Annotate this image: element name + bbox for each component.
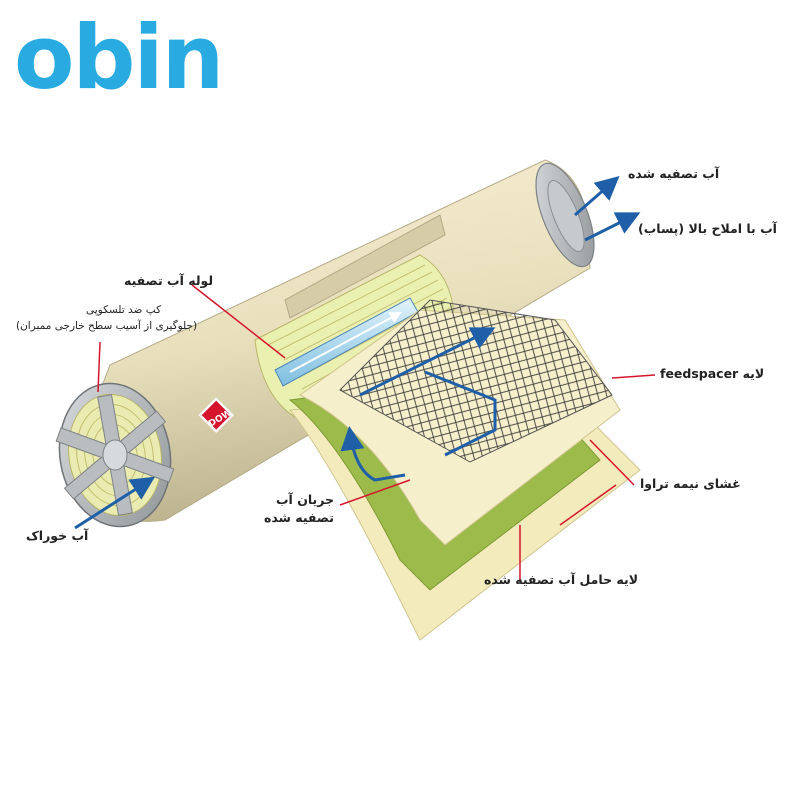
membrane-flow-arrow-1	[359, 327, 496, 397]
anti-telescoping-cap	[55, 382, 175, 528]
label-concentrate: آب با املاح بالا (پساب)	[638, 221, 777, 236]
permeate-out-arrow	[574, 176, 620, 217]
leader-lines	[97, 284, 656, 580]
feed-spacer-mesh	[339, 299, 613, 463]
label-permeate-flow-line2: تصفیه شده	[264, 510, 334, 525]
obin-logo-icon: obin	[14, 6, 224, 109]
permeate-flow-arrow	[340, 426, 406, 482]
brand-logo: obin	[14, 6, 244, 109]
label-permeate-tube: لوله آب تصفیه	[124, 273, 214, 288]
label-feed-water: آب خوراک	[26, 528, 89, 543]
label-feed-spacer: لایه feedspacer	[660, 366, 765, 381]
label-permeate-carrier: لایه حامل آب تصفیه شده	[484, 572, 639, 587]
label-atd-line1: کپ ضد تلسکوپی	[86, 304, 162, 316]
label-membrane: غشای نیمه تراوا	[640, 476, 741, 491]
label-permeate-out: آب تصفیه شده	[628, 166, 720, 181]
membrane-flow-arrow-2	[424, 370, 497, 457]
label-atd-line2: (جلوگیری از آسیب سطح خارجی ممبران)	[16, 320, 198, 332]
logo-text: obin	[14, 10, 222, 100]
flow-arrows	[74, 176, 641, 530]
label-permeate-flow-line1: جریان آب	[276, 492, 335, 507]
concentrate-arrow	[584, 212, 641, 242]
feed-water-arrow	[74, 476, 156, 530]
